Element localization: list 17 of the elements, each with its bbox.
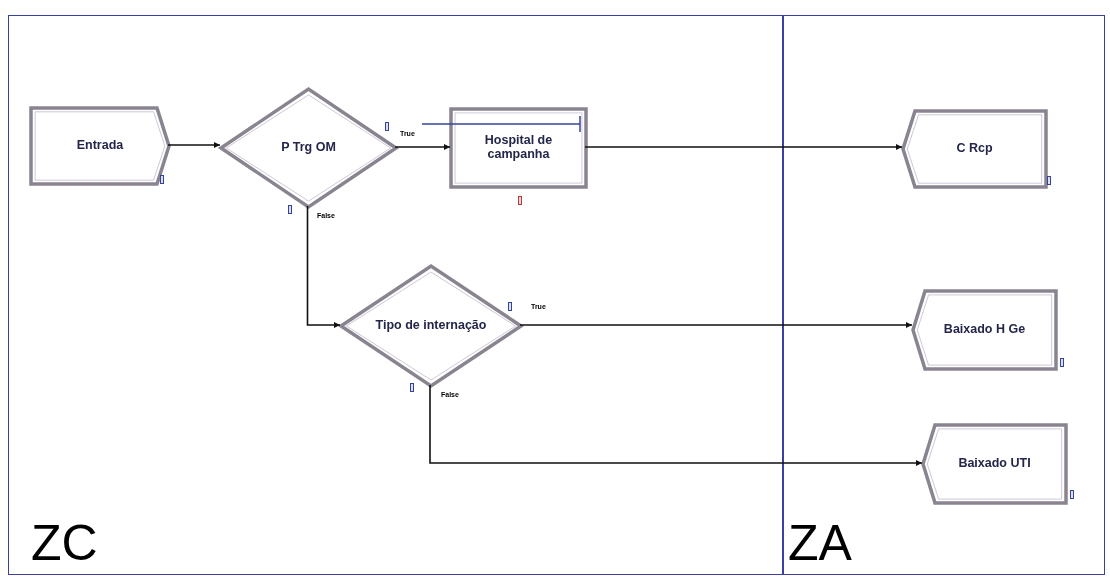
connector-arrow xyxy=(306,205,341,329)
module-label: Hospital de campanha xyxy=(483,134,554,162)
zone-label: ZA xyxy=(788,518,852,568)
module-label: P Trg OM xyxy=(281,141,336,155)
connector-arrow xyxy=(584,143,903,151)
zone-label: ZC xyxy=(31,518,98,568)
zone-panel xyxy=(783,15,1105,575)
module-label: C Rcp xyxy=(956,142,993,156)
module-label: Entrada xyxy=(76,139,124,153)
connector-arrow xyxy=(394,143,451,151)
module-label: Baixado UTI xyxy=(958,457,1031,471)
connector-arrow xyxy=(167,141,221,149)
module-label: Tipo de internação xyxy=(375,319,487,333)
connector-arrow xyxy=(519,321,913,329)
zone-panel xyxy=(8,15,783,575)
connector-arrow xyxy=(429,384,923,467)
module-label: Baixado H Ge xyxy=(943,323,1026,337)
